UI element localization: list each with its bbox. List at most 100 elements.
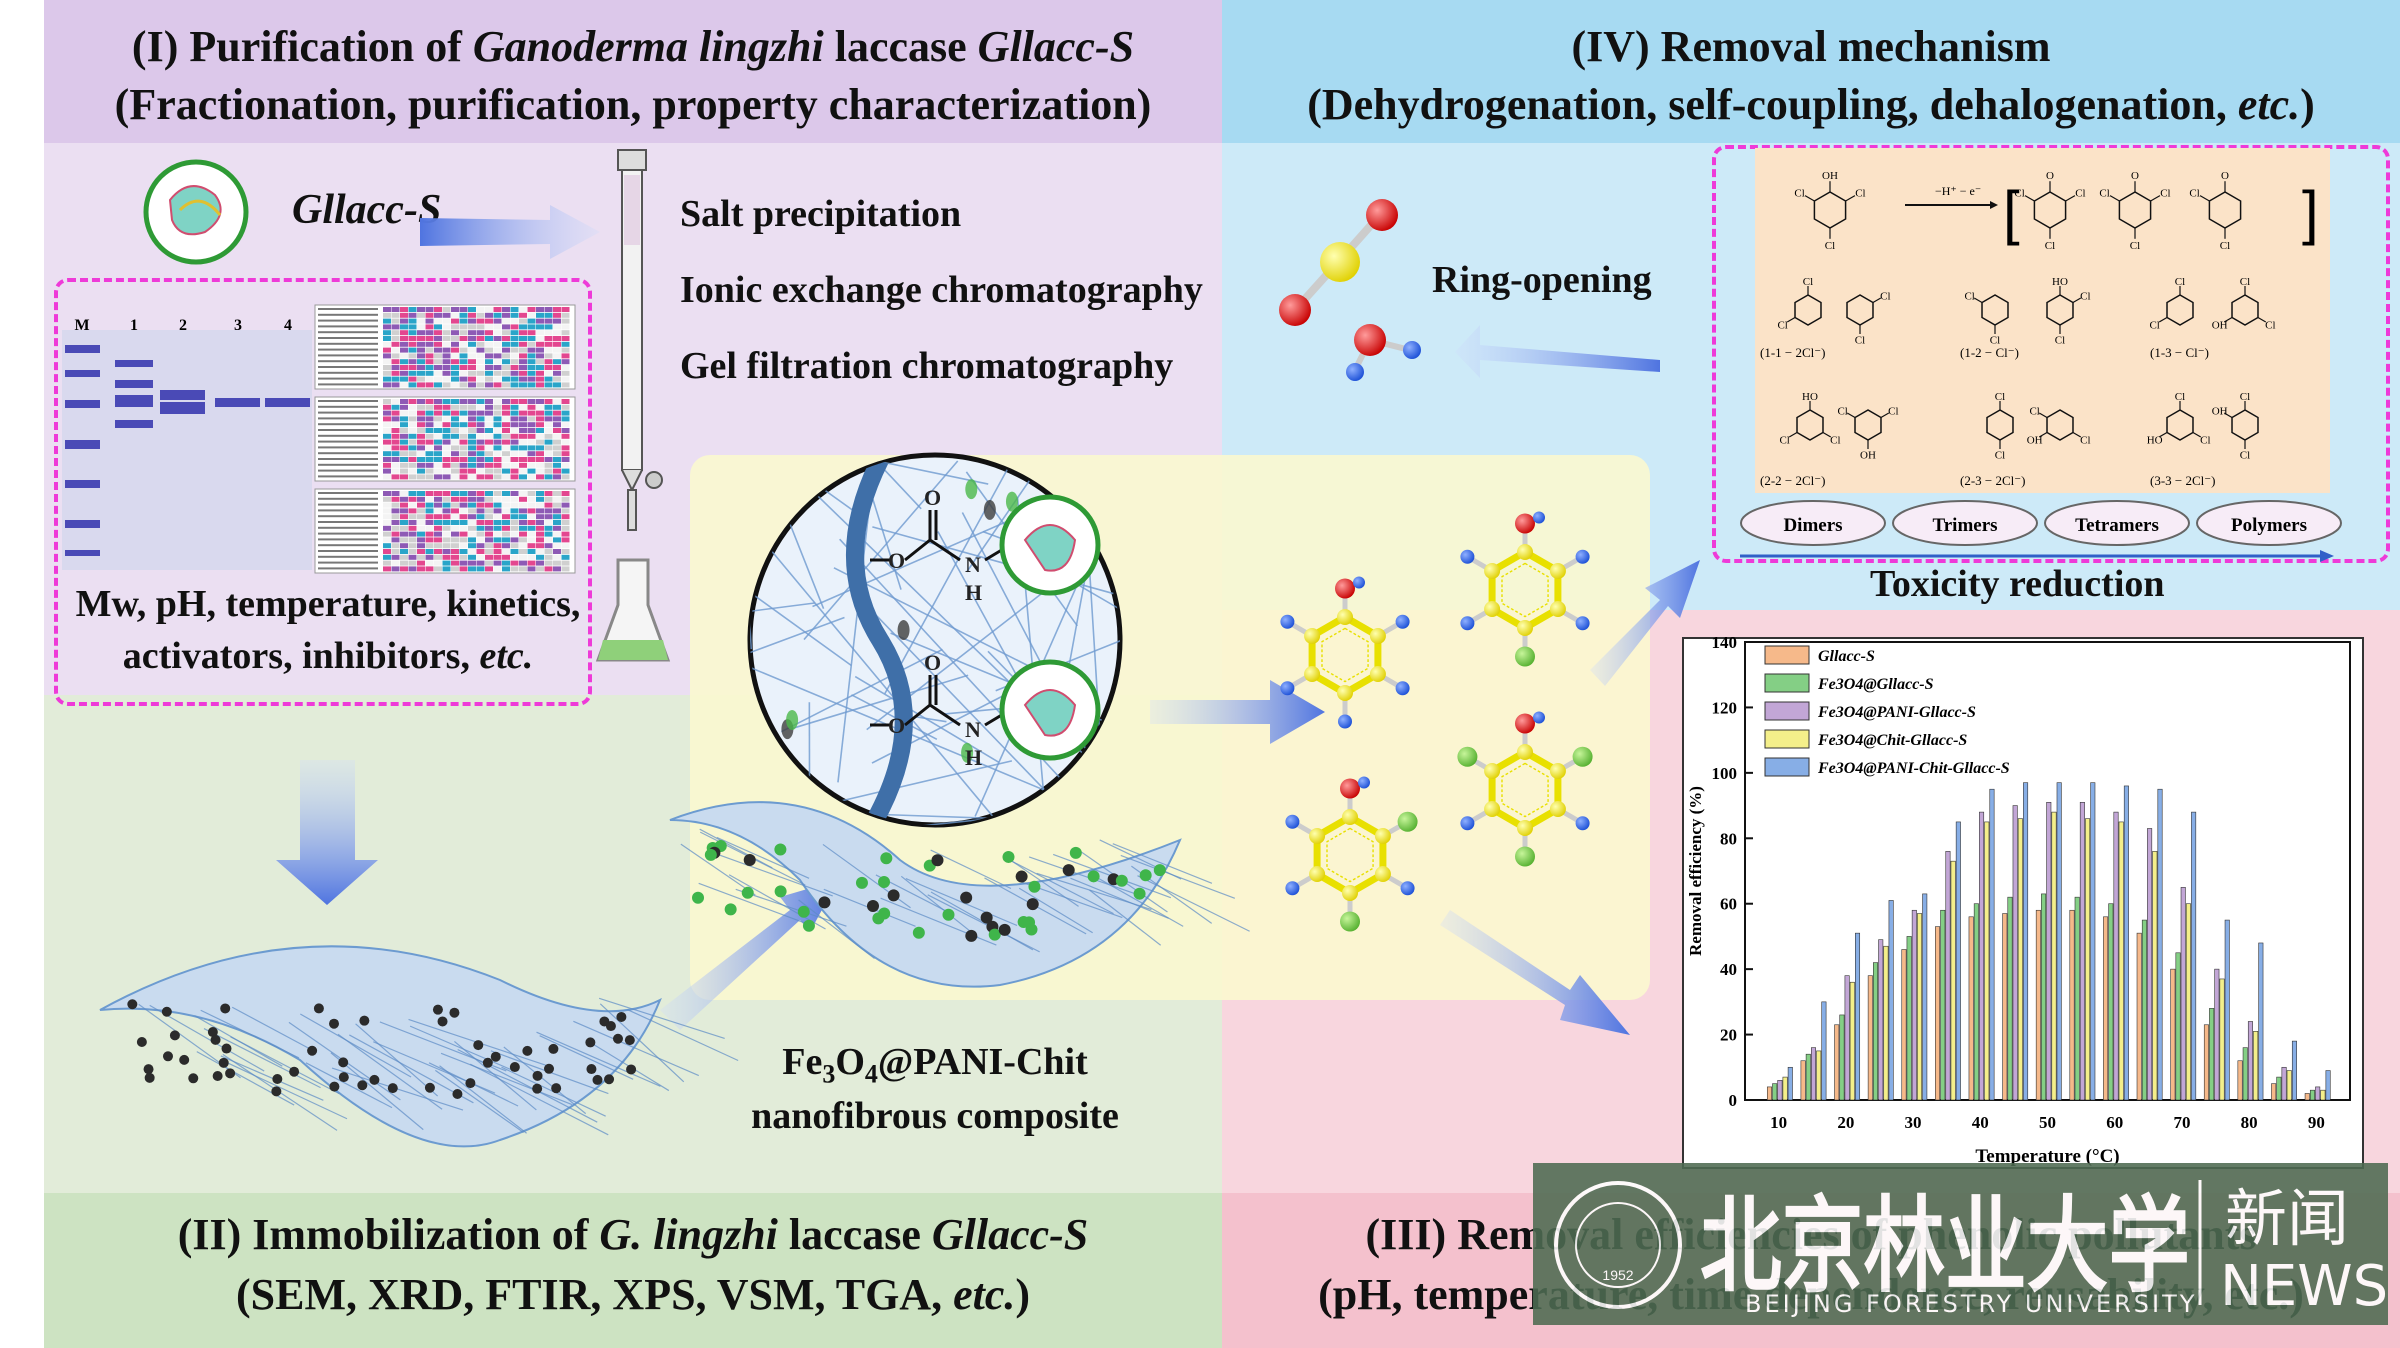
bar (2113, 811, 2119, 1101)
step-salt-precipitation: Salt precipitation (680, 193, 962, 235)
bar (1855, 932, 1861, 1101)
bar (1766, 1086, 1772, 1101)
arrow-down (276, 760, 378, 905)
svg-text:OH: OH (2212, 405, 2228, 417)
gel-dashed-box (54, 278, 592, 706)
svg-text:Cl: Cl (1855, 187, 1865, 199)
phenolic-pollutants (1280, 511, 1593, 932)
x-tick-label: 40 (1972, 1113, 1989, 1132)
bar (2002, 913, 2008, 1101)
bar (1821, 1001, 1827, 1101)
bar (2090, 782, 2096, 1101)
panel2-subtitle: (SEM, XRD, FTIR, XPS, VSM, TGA, etc.) (235, 1270, 1031, 1319)
bar (2191, 811, 2197, 1101)
legend-label: Fe3O4@Chit-Gllacc-S (1817, 732, 1967, 749)
svg-text:Cl: Cl (2240, 276, 2250, 288)
watermark-en-name: BEIJING FORESTRY UNIVERSITY (1745, 1290, 2197, 1318)
bar (2103, 916, 2109, 1101)
x-tick-label: 50 (2039, 1113, 2056, 1132)
flask-icon (595, 558, 671, 662)
bar (1950, 860, 1956, 1101)
bar (1911, 909, 1917, 1101)
bar (2237, 1060, 2243, 1101)
oligomer-tetramers (2044, 500, 2190, 546)
nanofiber-ribbon-left (99, 945, 739, 1148)
oligomer-label-trimers: Trimers (1932, 515, 1997, 536)
bar (2141, 919, 2147, 1101)
bar (2253, 1031, 2259, 1101)
arrow-to-chart (1440, 910, 1630, 1035)
bar (1973, 903, 1979, 1101)
enzyme-structure-icon (143, 159, 249, 265)
bar (2046, 801, 2052, 1101)
bar (1805, 1053, 1811, 1101)
svg-text:Cl: Cl (1855, 334, 1865, 346)
svg-text:Cl: Cl (2189, 187, 2199, 199)
bar (2108, 903, 2114, 1101)
y-tick-label: 60 (1720, 895, 1737, 914)
panel-immobilization-footer (44, 1193, 1222, 1348)
bar (2035, 909, 2041, 1101)
sds-page-gel: M 1 2 3 4 (62, 317, 312, 570)
svg-text:HO: HO (2147, 435, 2163, 447)
bar (1888, 900, 1894, 1101)
magnified-fiber-view: O O C N H O O N H (747, 452, 1123, 828)
watermark-cn-name: 北京林业大学 (1700, 1185, 2190, 1307)
bar (1955, 821, 1961, 1101)
gel-lane-m: M (74, 317, 89, 334)
bar (2209, 1008, 2215, 1101)
y-tick-label: 40 (1720, 960, 1737, 979)
svg-text:Cl: Cl (2200, 435, 2210, 447)
svg-text:Cl: Cl (2055, 334, 2065, 346)
watermark: 1952 北京林业大学 新闻 NEWS BEIJING FORESTRY UNI… (1533, 1163, 2388, 1325)
gel-lane-1: 1 (130, 317, 138, 334)
bar (2175, 952, 2181, 1101)
panel-purification-header (44, 0, 1222, 143)
bar (2152, 851, 2158, 1101)
x-tick-label: 90 (2308, 1113, 2325, 1132)
bar (1777, 1080, 1783, 1101)
panel1-title: (I) Purification of Ganoderma lingzhi la… (131, 22, 1135, 71)
bar (2170, 968, 2176, 1101)
rxn-label-6: (3-3 − 2Cl⁻) (2150, 473, 2215, 488)
bar (2281, 1066, 2287, 1101)
x-axis-label: Temperature (°C) (1975, 1146, 2119, 1167)
panel4-title: (IV) Removal mechanism (1571, 22, 2051, 71)
bar (1772, 1083, 1778, 1101)
svg-text:OH: OH (1860, 449, 1876, 461)
bar (1834, 1024, 1840, 1101)
bar (1935, 926, 1941, 1101)
rxn-label-5: (2-3 − 2Cl⁻) (1960, 473, 2025, 488)
svg-text:Cl: Cl (2099, 187, 2109, 199)
bar (1945, 851, 1951, 1101)
svg-text:HO: HO (1802, 391, 1818, 403)
oligomer-label-polymers: Polymers (2231, 515, 2307, 536)
y-tick-label: 120 (1712, 698, 1738, 717)
svg-text:Cl: Cl (2075, 187, 2085, 199)
arrow-to-composite (660, 880, 838, 1030)
bar (1968, 916, 1974, 1101)
bar (1989, 788, 1995, 1101)
bar (2291, 1040, 2297, 1101)
bar (2185, 903, 2191, 1101)
x-tick-label: 70 (2173, 1113, 2190, 1132)
chromatography-column-icon (617, 149, 663, 531)
radical-step-label: −H⁺ − e⁻ (1935, 184, 1981, 198)
properties-line1: Mw, pH, temperature, kinetics, (75, 583, 581, 625)
svg-text:Cl: Cl (1803, 276, 1813, 288)
arrow-to-enzyme (420, 205, 600, 259)
step-ion-exchange: Ionic exchange chromatography (680, 269, 1203, 311)
svg-text:Cl: Cl (2220, 240, 2230, 252)
oligomer-trimers (1892, 500, 2038, 546)
svg-text:OH: OH (2027, 435, 2043, 447)
arrow-ring-opening (1455, 325, 1660, 378)
svg-text:Cl: Cl (2014, 187, 2024, 199)
svg-text:Cl: Cl (1995, 391, 2005, 403)
linker-o-3: O (888, 713, 905, 738)
bar (2017, 818, 2023, 1101)
bar (1816, 1050, 1822, 1101)
bar (1984, 821, 1990, 1101)
